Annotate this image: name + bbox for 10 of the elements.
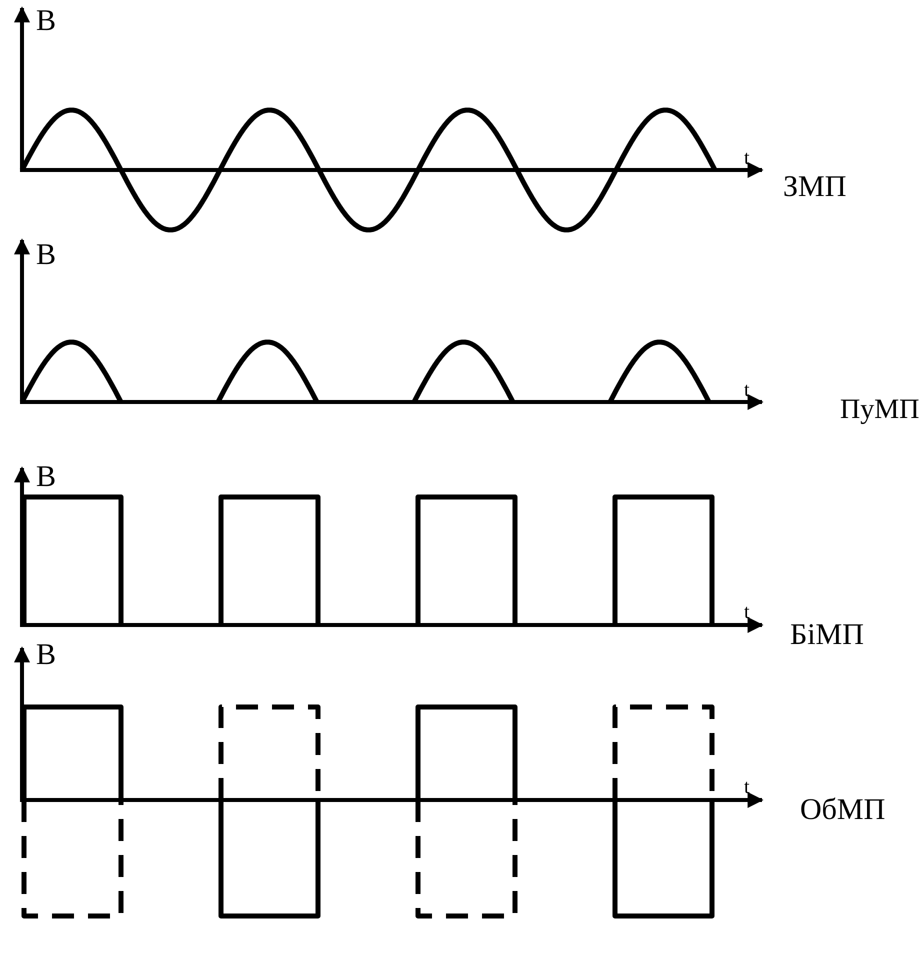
axis-label: t [744, 777, 750, 797]
axis-label: B [36, 240, 56, 270]
waveform-label: ПуМП [840, 396, 919, 424]
waveform-label: БіМП [790, 620, 864, 650]
waveform-label: ЗМП [783, 172, 846, 202]
axis-label: B [36, 462, 56, 492]
axis-label: t [744, 602, 750, 622]
waveform-label: ОбМП [800, 795, 886, 825]
axis-label: B [36, 640, 56, 670]
axis-label: B [36, 6, 56, 36]
